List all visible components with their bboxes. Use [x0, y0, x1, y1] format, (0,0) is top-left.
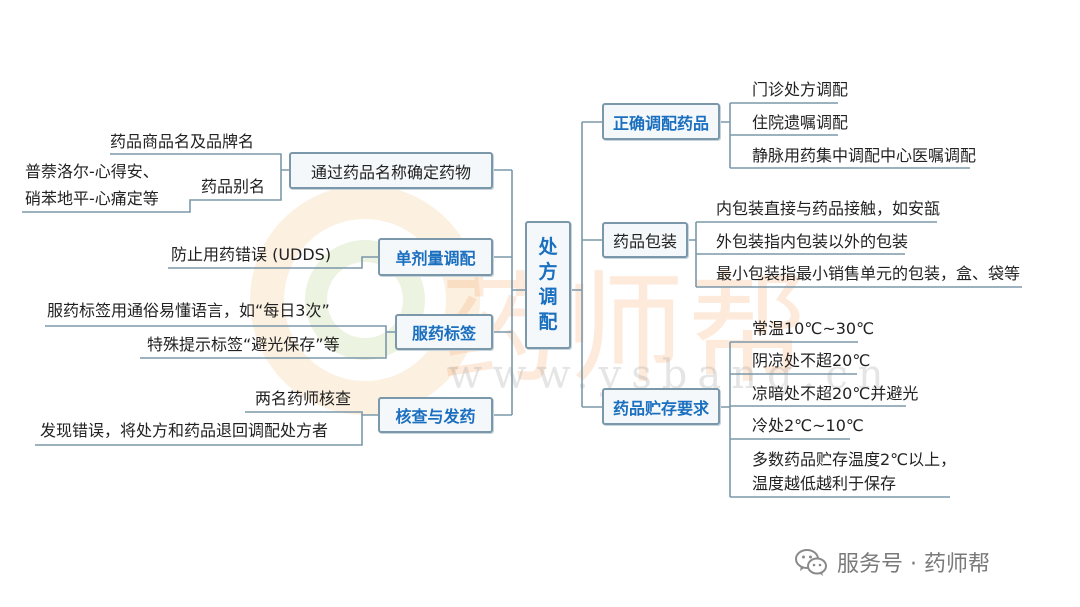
branch-correct-dispensing[interactable]: 正确调配药品: [602, 103, 720, 140]
leaf-storage-note-2[interactable]: 温度越低越利于保存: [752, 474, 897, 493]
leaf-min-pack[interactable]: 最小包装指最小销售单元的包装，盒、袋等: [716, 264, 1021, 283]
footer-account: 服务号 · 药师帮: [795, 546, 990, 578]
central-topic-char: 方: [538, 261, 558, 283]
central-topic-char: 调: [538, 286, 558, 308]
leaf-special-label[interactable]: 特殊提示标签“避光保存”等: [147, 335, 340, 354]
leaf-brand-name[interactable]: 药品商品名及品牌名: [110, 132, 255, 151]
leaf-alias-example-1[interactable]: 普萘洛尔-心得安、: [25, 162, 159, 181]
branch-check-dispense[interactable]: 核查与发药: [378, 397, 493, 433]
leaf-inpatient[interactable]: 住院遗嘱调配: [752, 113, 849, 132]
leaf-outer-pack[interactable]: 外包装指内包装以外的包装: [716, 232, 909, 251]
central-topic[interactable]: 处 方 调 配: [525, 221, 571, 349]
leaf-cool-place[interactable]: 阴凉处不超20℃: [752, 351, 871, 370]
leaf-inner-pack[interactable]: 内包装直接与药品接触，如安瓿: [716, 199, 941, 218]
leaf-cool-dark[interactable]: 凉暗处不超20℃并避光: [752, 384, 919, 403]
central-topic-char: 配: [538, 311, 558, 333]
wechat-icon: [795, 547, 827, 577]
branch-identify-drug[interactable]: 通过药品名称确定药物: [289, 152, 493, 189]
leaf-cold-place[interactable]: 冷处2℃~10℃: [752, 416, 864, 435]
leaf-alias[interactable]: 药品别名: [201, 177, 266, 196]
footer-text: 服务号 · 药师帮: [837, 552, 990, 577]
leaf-prevent-error[interactable]: 防止用药错误 (UDDS): [171, 245, 332, 264]
watermark-brand: 药师帮: [440, 261, 812, 400]
leaf-double-check[interactable]: 两名药师核查: [255, 389, 352, 408]
central-topic-char: 处: [538, 236, 558, 258]
branch-medication-label[interactable]: 服药标签: [395, 314, 493, 350]
leaf-room-temp[interactable]: 常温10℃~30℃: [752, 319, 875, 338]
leaf-iv-center[interactable]: 静脉用药集中调配中心医嘱调配: [752, 146, 977, 165]
leaf-return-error[interactable]: 发现错误，将处方和药品退回调配处方者: [40, 421, 329, 440]
branch-storage[interactable]: 药品贮存要求: [602, 388, 720, 425]
branch-unit-dose[interactable]: 单剂量调配: [378, 238, 493, 276]
leaf-alias-example-2[interactable]: 硝苯地平-心痛定等: [25, 189, 159, 208]
leaf-storage-note-1[interactable]: 多数药品贮存温度2℃以上，: [752, 450, 957, 469]
leaf-plain-language[interactable]: 服药标签用通俗易懂语言，如“每日3次”: [47, 301, 330, 320]
leaf-outpatient[interactable]: 门诊处方调配: [752, 80, 849, 99]
branch-packaging[interactable]: 药品包装: [602, 222, 688, 258]
